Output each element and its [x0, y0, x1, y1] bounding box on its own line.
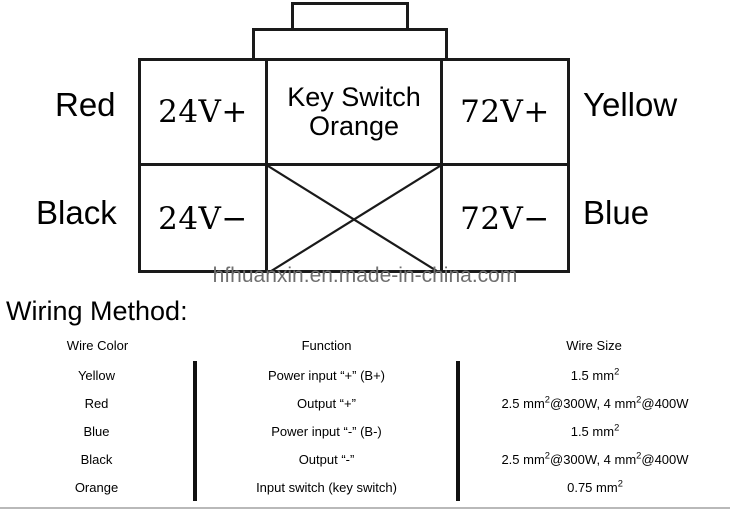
cell-wire-color: Black: [80, 451, 113, 467]
pin-cell-key-switch: Key Switch Orange: [268, 61, 440, 163]
cell-wire-size: 2.5 mm2@300W, 4 mm2@400W: [456, 445, 730, 473]
cell-wire-color: Red: [84, 395, 109, 411]
table-header-row: Wire Color Function Wire Size: [0, 333, 730, 361]
column-header-wire-color: Wire Color: [66, 338, 129, 353]
connector-tab-upper: [291, 2, 409, 29]
wire-label-red: Red: [55, 86, 116, 123]
table-row: Orange Input switch (key switch)0.75 mm2: [0, 473, 730, 501]
column-header-wire-size: Wire Size: [566, 338, 622, 353]
connector-tab-lower: [252, 28, 448, 59]
wire-label-black: Black: [36, 194, 117, 231]
wiring-method-section: Wiring Method: Wire Color Function Wire …: [0, 292, 730, 518]
cell-function: Power input “+” (B+): [193, 361, 458, 389]
pin-cell-24v-negative: 24V−: [158, 201, 248, 238]
connector-diagram: 24V+ Key Switch Orange 72V+ 24V− 72V− Re…: [36, 2, 678, 287]
key-switch-line-2: Orange: [308, 111, 400, 141]
cell-function: Input switch (key switch): [193, 473, 458, 501]
blank-cell-cross-icon: [268, 166, 440, 273]
wiring-method-title: Wiring Method:: [6, 296, 188, 326]
cell-wire-size: 2.5 mm2@300W, 4 mm2@400W: [456, 389, 730, 417]
cell-wire-size: 1.5 mm2: [456, 361, 730, 389]
cell-wire-color: Yellow: [77, 367, 116, 383]
table-row: Blue Power input “-” (B-)1.5 mm2: [0, 417, 730, 445]
table-row: Red Output “+”2.5 mm2@300W, 4 mm2@400W: [0, 389, 730, 417]
table-bottom-rule: [0, 507, 730, 509]
cell-function: Power input “-” (B-): [193, 417, 458, 445]
cell-wire-size: 0.75 mm2: [456, 473, 730, 501]
cell-wire-color: Blue: [83, 423, 110, 439]
watermark-text: hfhuanxin.en.made-in-china.com: [212, 264, 518, 287]
cell-wire-color: Orange: [74, 479, 119, 495]
wire-label-blue: Blue: [583, 194, 650, 231]
connector-vertical-divider-right: [440, 58, 443, 273]
connector-horizontal-divider: [138, 163, 570, 166]
cell-wire-size: 1.5 mm2: [456, 417, 730, 445]
table-row: Black Output “-”2.5 mm2@300W, 4 mm2@400W: [0, 445, 730, 473]
pin-cell-72v-positive: 72V+: [460, 93, 550, 130]
connector-vertical-divider-left: [265, 58, 268, 273]
key-switch-line-1: Key Switch: [287, 82, 421, 113]
column-header-function: Function: [301, 338, 352, 353]
pin-cell-72v-negative: 72V−: [460, 201, 550, 238]
cell-function: Output “+”: [193, 389, 458, 417]
pin-cell-24v-positive: 24V+: [158, 93, 248, 130]
table-header: Wire Color Function Wire Size: [0, 333, 730, 361]
wire-label-yellow: Yellow: [583, 86, 678, 123]
table-row: Yellow Power input “+” (B+)1.5 mm2: [0, 361, 730, 389]
cell-function: Output “-”: [193, 445, 458, 473]
